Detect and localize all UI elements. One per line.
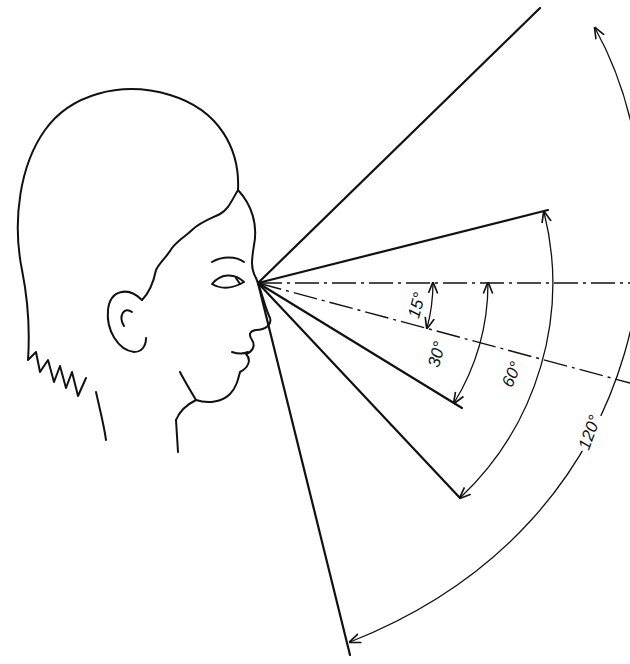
angle-label: 60° [497, 357, 526, 392]
angle-label: 30° [424, 337, 450, 371]
angle-arcs [350, 28, 630, 642]
angle-label: 120° [574, 410, 605, 453]
head-profile [18, 89, 271, 452]
angle-label: 15° [404, 288, 430, 322]
sight-lines [258, 8, 548, 655]
axis-lines [258, 283, 630, 383]
